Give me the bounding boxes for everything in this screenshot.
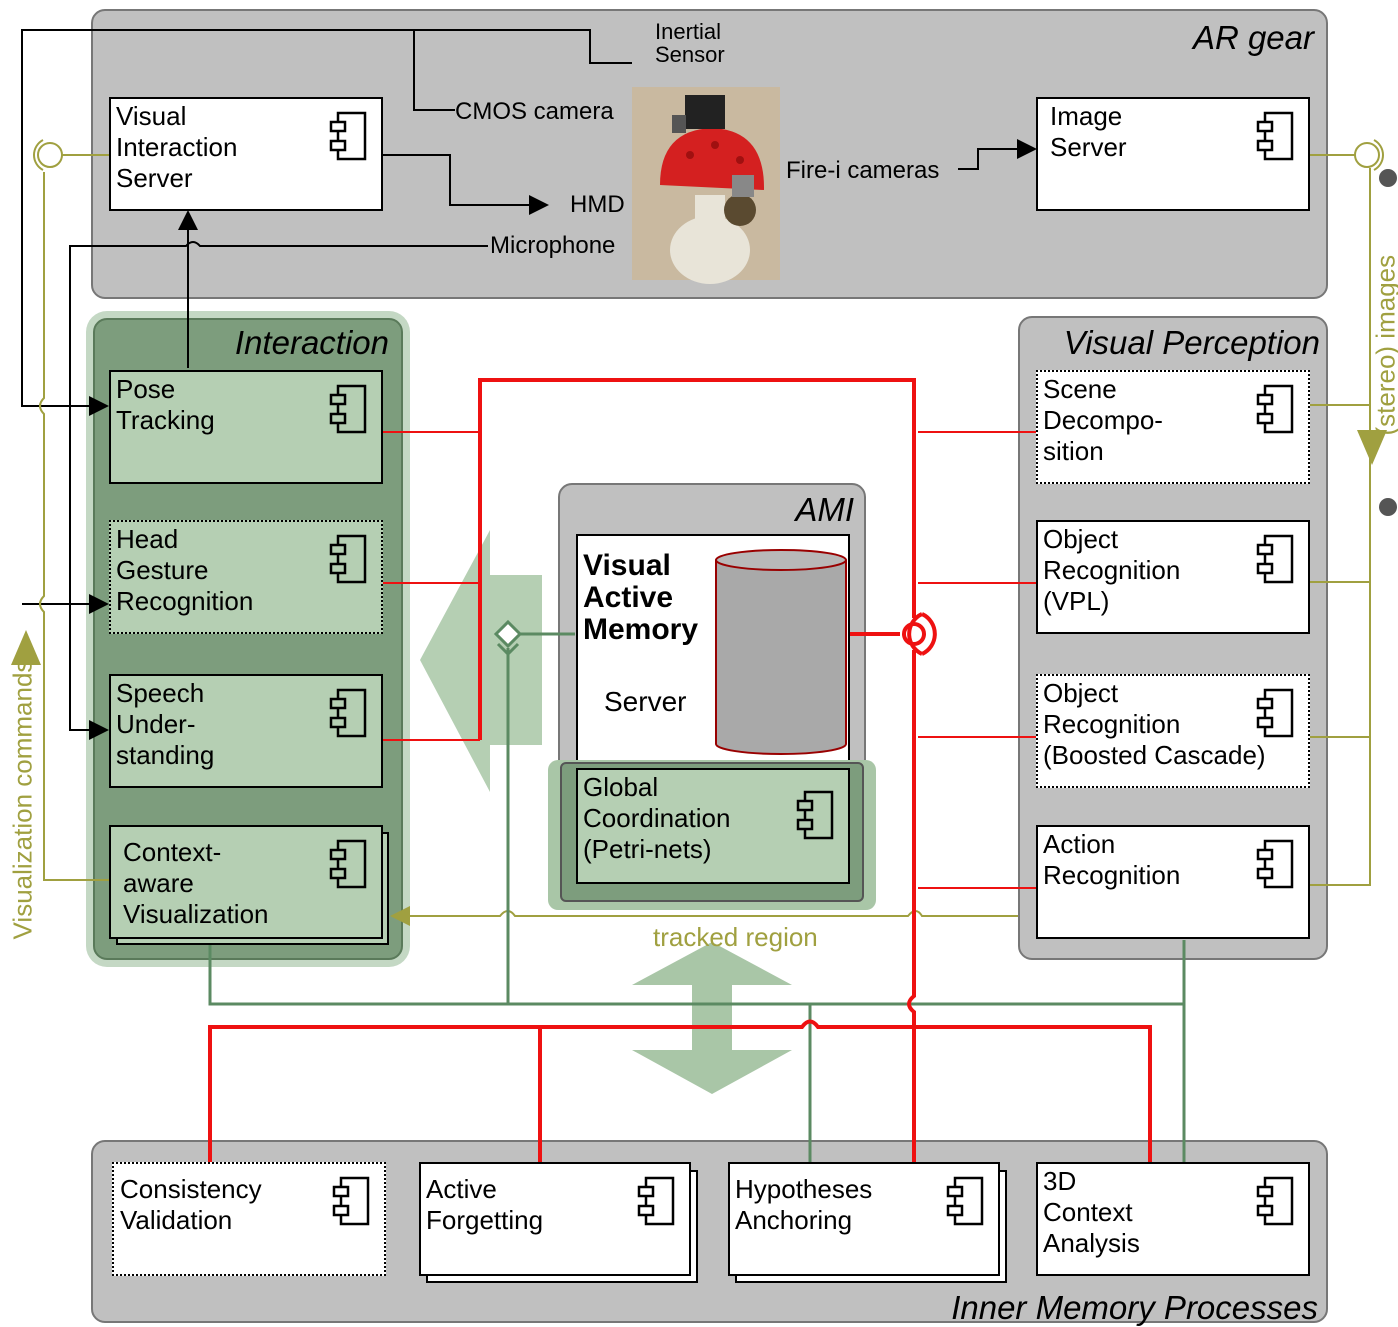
3d-context-analysis[interactable]: 3D Context Analysis [1036, 1162, 1310, 1276]
cmos-camera-label: CMOS camera [455, 98, 614, 126]
inertial-sensor-label: Inertial Sensor [655, 20, 725, 66]
action-recognition-label: Action Recognition [1043, 829, 1180, 891]
image-server[interactable]: Image Server [1036, 97, 1310, 211]
vam-title: Visual Active Memory [583, 550, 698, 646]
hypotheses-anchoring[interactable]: Hypotheses Anchoring [728, 1162, 1000, 1276]
microphone-label: Microphone [490, 232, 615, 260]
head-gesture-recognition[interactable]: Head Gesture Recognition [109, 520, 383, 634]
component-icon [1256, 839, 1294, 889]
visual-active-memory-server[interactable]: Visual Active Memory Server [576, 534, 850, 762]
hmd-label: HMD [570, 191, 625, 219]
visual-interaction-server[interactable]: Visual Interaction Server [109, 97, 383, 211]
component-icon [329, 839, 367, 889]
visual-interaction-server-label: Visual Interaction Server [116, 101, 237, 194]
component-icon [329, 534, 367, 584]
consistency-validation[interactable]: Consistency Validation [112, 1162, 386, 1276]
database-icon [714, 548, 848, 756]
component-icon [1256, 534, 1294, 584]
active-forgetting[interactable]: Active Forgetting [419, 1162, 691, 1276]
consistency-validation-label: Consistency Validation [120, 1174, 262, 1236]
speech-understanding[interactable]: Speech Under- standing [109, 674, 383, 788]
component-icon [329, 384, 367, 434]
scene-decomposition[interactable]: Scene Decompo- sition [1036, 370, 1310, 484]
hypotheses-anchoring-label: Hypotheses Anchoring [735, 1174, 872, 1236]
global-coordination[interactable]: Global Coordination (Petri-nets) [576, 768, 850, 884]
helmet-photo [632, 87, 780, 284]
3d-context-analysis-label: 3D Context Analysis [1043, 1166, 1140, 1259]
component-icon [796, 790, 834, 840]
action-recognition[interactable]: Action Recognition [1036, 825, 1310, 939]
component-icon [332, 1176, 370, 1226]
tracked-region-double-arrow [632, 942, 792, 1094]
component-icon [637, 1176, 675, 1226]
component-icon [329, 111, 367, 161]
object-recognition-vpl-label: Object Recognition (VPL) [1043, 524, 1180, 617]
fire-i-cameras-label: Fire-i cameras [786, 157, 939, 185]
component-icon [329, 688, 367, 738]
stereo-images-label: (stereo) images [1371, 256, 1398, 436]
speech-understanding-label: Speech Under- standing [116, 678, 214, 771]
component-icon [1256, 111, 1294, 161]
head-gesture-recognition-label: Head Gesture Recognition [116, 524, 253, 617]
context-aware-visualization-label: Context- aware Visualization [123, 837, 269, 930]
pose-tracking-label: Pose Tracking [116, 374, 215, 436]
vam-interface-icon [904, 624, 924, 644]
component-icon [946, 1176, 984, 1226]
component-icon [1256, 384, 1294, 434]
visualization-commands-label: Visualization commands [8, 655, 39, 945]
global-coordination-label: Global Coordination (Petri-nets) [583, 772, 730, 865]
vam-server-label: Server [604, 686, 686, 717]
image-server-label: Image Server [1050, 101, 1127, 163]
component-icon [1256, 1176, 1294, 1226]
object-recognition-boosted-cascade[interactable]: Object Recognition (Boosted Cascade) [1036, 674, 1310, 788]
tracked-region-label: tracked region [653, 922, 818, 953]
context-aware-visualization[interactable]: Context- aware Visualization [109, 825, 383, 939]
object-recognition-vpl[interactable]: Object Recognition (VPL) [1036, 520, 1310, 634]
scene-decomposition-label: Scene Decompo- sition [1043, 374, 1163, 467]
active-forgetting-label: Active Forgetting [426, 1174, 543, 1236]
pose-tracking[interactable]: Pose Tracking [109, 370, 383, 484]
object-recognition-boosted-label: Object Recognition (Boosted Cascade) [1043, 678, 1266, 771]
component-icon [1256, 688, 1294, 738]
